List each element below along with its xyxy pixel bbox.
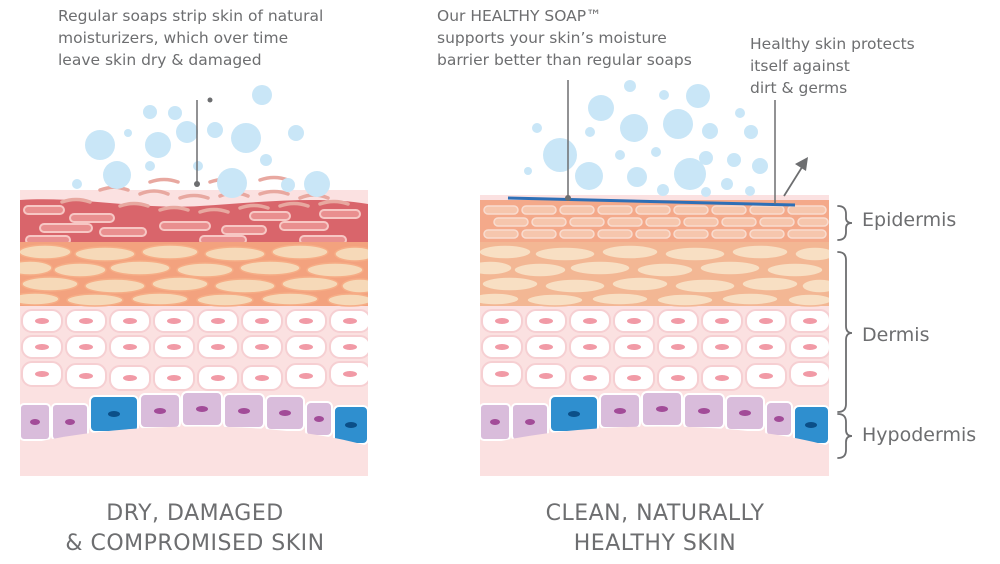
bubble-icon <box>124 129 132 137</box>
bubble-icon <box>72 179 82 189</box>
damaged-base-curve <box>20 426 368 476</box>
bubble-icon <box>659 90 669 100</box>
callout-pointer-left <box>194 97 213 187</box>
bubble-icon <box>735 108 745 118</box>
hypodermis-label: Hypodermis <box>862 424 977 446</box>
brace-icon <box>837 251 853 413</box>
bubble-icon <box>699 151 713 165</box>
bubble-icon <box>674 158 706 190</box>
brace-icon <box>837 413 853 459</box>
healthy-dermis-nuclei <box>495 318 817 381</box>
peeling-skin-flakes <box>60 175 350 214</box>
healthy-soap-callout: Our HEALTHY SOAP™ supports your skin’s m… <box>437 5 692 71</box>
callout-line: Our HEALTHY SOAP™ <box>437 7 602 25</box>
caption-line: CLEAN, NATURALLY <box>545 501 765 526</box>
bubble-icon <box>702 123 718 139</box>
damaged-epidermis-cells <box>23 205 361 245</box>
bubble-icon <box>532 123 542 133</box>
damaged-skin-caption: DRY, DAMAGED & COMPROMISED SKIN <box>20 499 370 559</box>
bubble-icon <box>745 186 755 196</box>
bubble-icon <box>543 138 577 172</box>
soap-bubbles-right <box>524 80 768 197</box>
bubble-icon <box>260 154 272 166</box>
bubble-icon <box>288 125 304 141</box>
regular-soap-callout: Regular soaps strip skin of natural mois… <box>58 5 323 71</box>
bubble-icon <box>281 178 295 192</box>
healthy-skin-caption: CLEAN, NATURALLY HEALTHY SKIN <box>480 499 830 559</box>
bubble-icon <box>145 161 155 171</box>
bubble-icon <box>168 106 182 120</box>
caption-line: DRY, DAMAGED <box>106 501 284 526</box>
callout-line: Healthy skin protects <box>750 35 915 53</box>
bubble-icon <box>193 161 203 171</box>
dermis-label: Dermis <box>862 324 930 346</box>
bubble-icon <box>145 132 171 158</box>
bubble-icon <box>615 150 625 160</box>
callout-line: dirt & germs <box>750 79 848 97</box>
callout-line: leave skin dry & damaged <box>58 51 262 69</box>
bubble-icon <box>721 178 733 190</box>
bubble-icon <box>103 161 131 189</box>
bubble-icon <box>663 109 693 139</box>
bubble-icon <box>524 167 532 175</box>
epidermis-label: Epidermis <box>862 209 957 231</box>
damaged-hypodermis-nuclei <box>30 406 357 428</box>
damaged-dermis-nuclei <box>35 318 357 381</box>
caption-line: HEALTHY SKIN <box>573 531 737 556</box>
bubble-icon <box>744 125 758 139</box>
bubble-icon <box>217 168 247 198</box>
bubble-icon <box>143 105 157 119</box>
bubble-icon <box>752 158 768 174</box>
bubble-icon <box>207 122 223 138</box>
damaged-skin-cross-section <box>20 190 368 476</box>
bubble-icon <box>176 121 198 143</box>
bubble-icon <box>252 85 272 105</box>
protection-callout: Healthy skin protects itself against dir… <box>750 33 915 99</box>
bubble-icon <box>727 153 741 167</box>
healthy-base-curve <box>480 426 829 476</box>
soap-bubbles-left <box>72 85 330 198</box>
brace-icon <box>837 205 853 241</box>
bubble-icon <box>651 147 661 157</box>
bubble-icon <box>620 114 648 142</box>
healthy-hypodermis-nuclei <box>490 406 817 428</box>
bubble-icon <box>231 123 261 153</box>
bubble-icon <box>304 171 330 197</box>
bubble-icon <box>701 187 711 197</box>
callout-line: moisturizers, which over time <box>58 29 289 47</box>
bubble-icon <box>686 84 710 108</box>
arrow-icon <box>783 157 808 197</box>
moisture-barrier-line <box>507 196 796 207</box>
callout-line: supports your skin’s moisture <box>437 29 667 47</box>
callout-line: itself against <box>750 57 850 75</box>
callout-pointer-middle <box>565 80 571 201</box>
bubble-icon <box>624 80 636 92</box>
bubble-icon <box>585 127 595 137</box>
healthy-fat-cells <box>480 244 829 307</box>
callout-line: Regular soaps strip skin of natural <box>58 7 324 25</box>
healthy-skin-cross-section <box>480 195 829 476</box>
bubble-icon <box>657 184 669 196</box>
bubble-icon <box>85 130 115 160</box>
damaged-fat-cells <box>20 244 368 307</box>
bubble-icon <box>575 162 603 190</box>
damaged-hypodermis-cells <box>20 391 368 445</box>
caption-line: & COMPROMISED SKIN <box>65 531 325 556</box>
callout-line: barrier better than regular soaps <box>437 51 692 69</box>
bubble-icon <box>588 95 614 121</box>
healthy-epidermis-cells <box>483 205 829 239</box>
bubble-icon <box>627 167 647 187</box>
